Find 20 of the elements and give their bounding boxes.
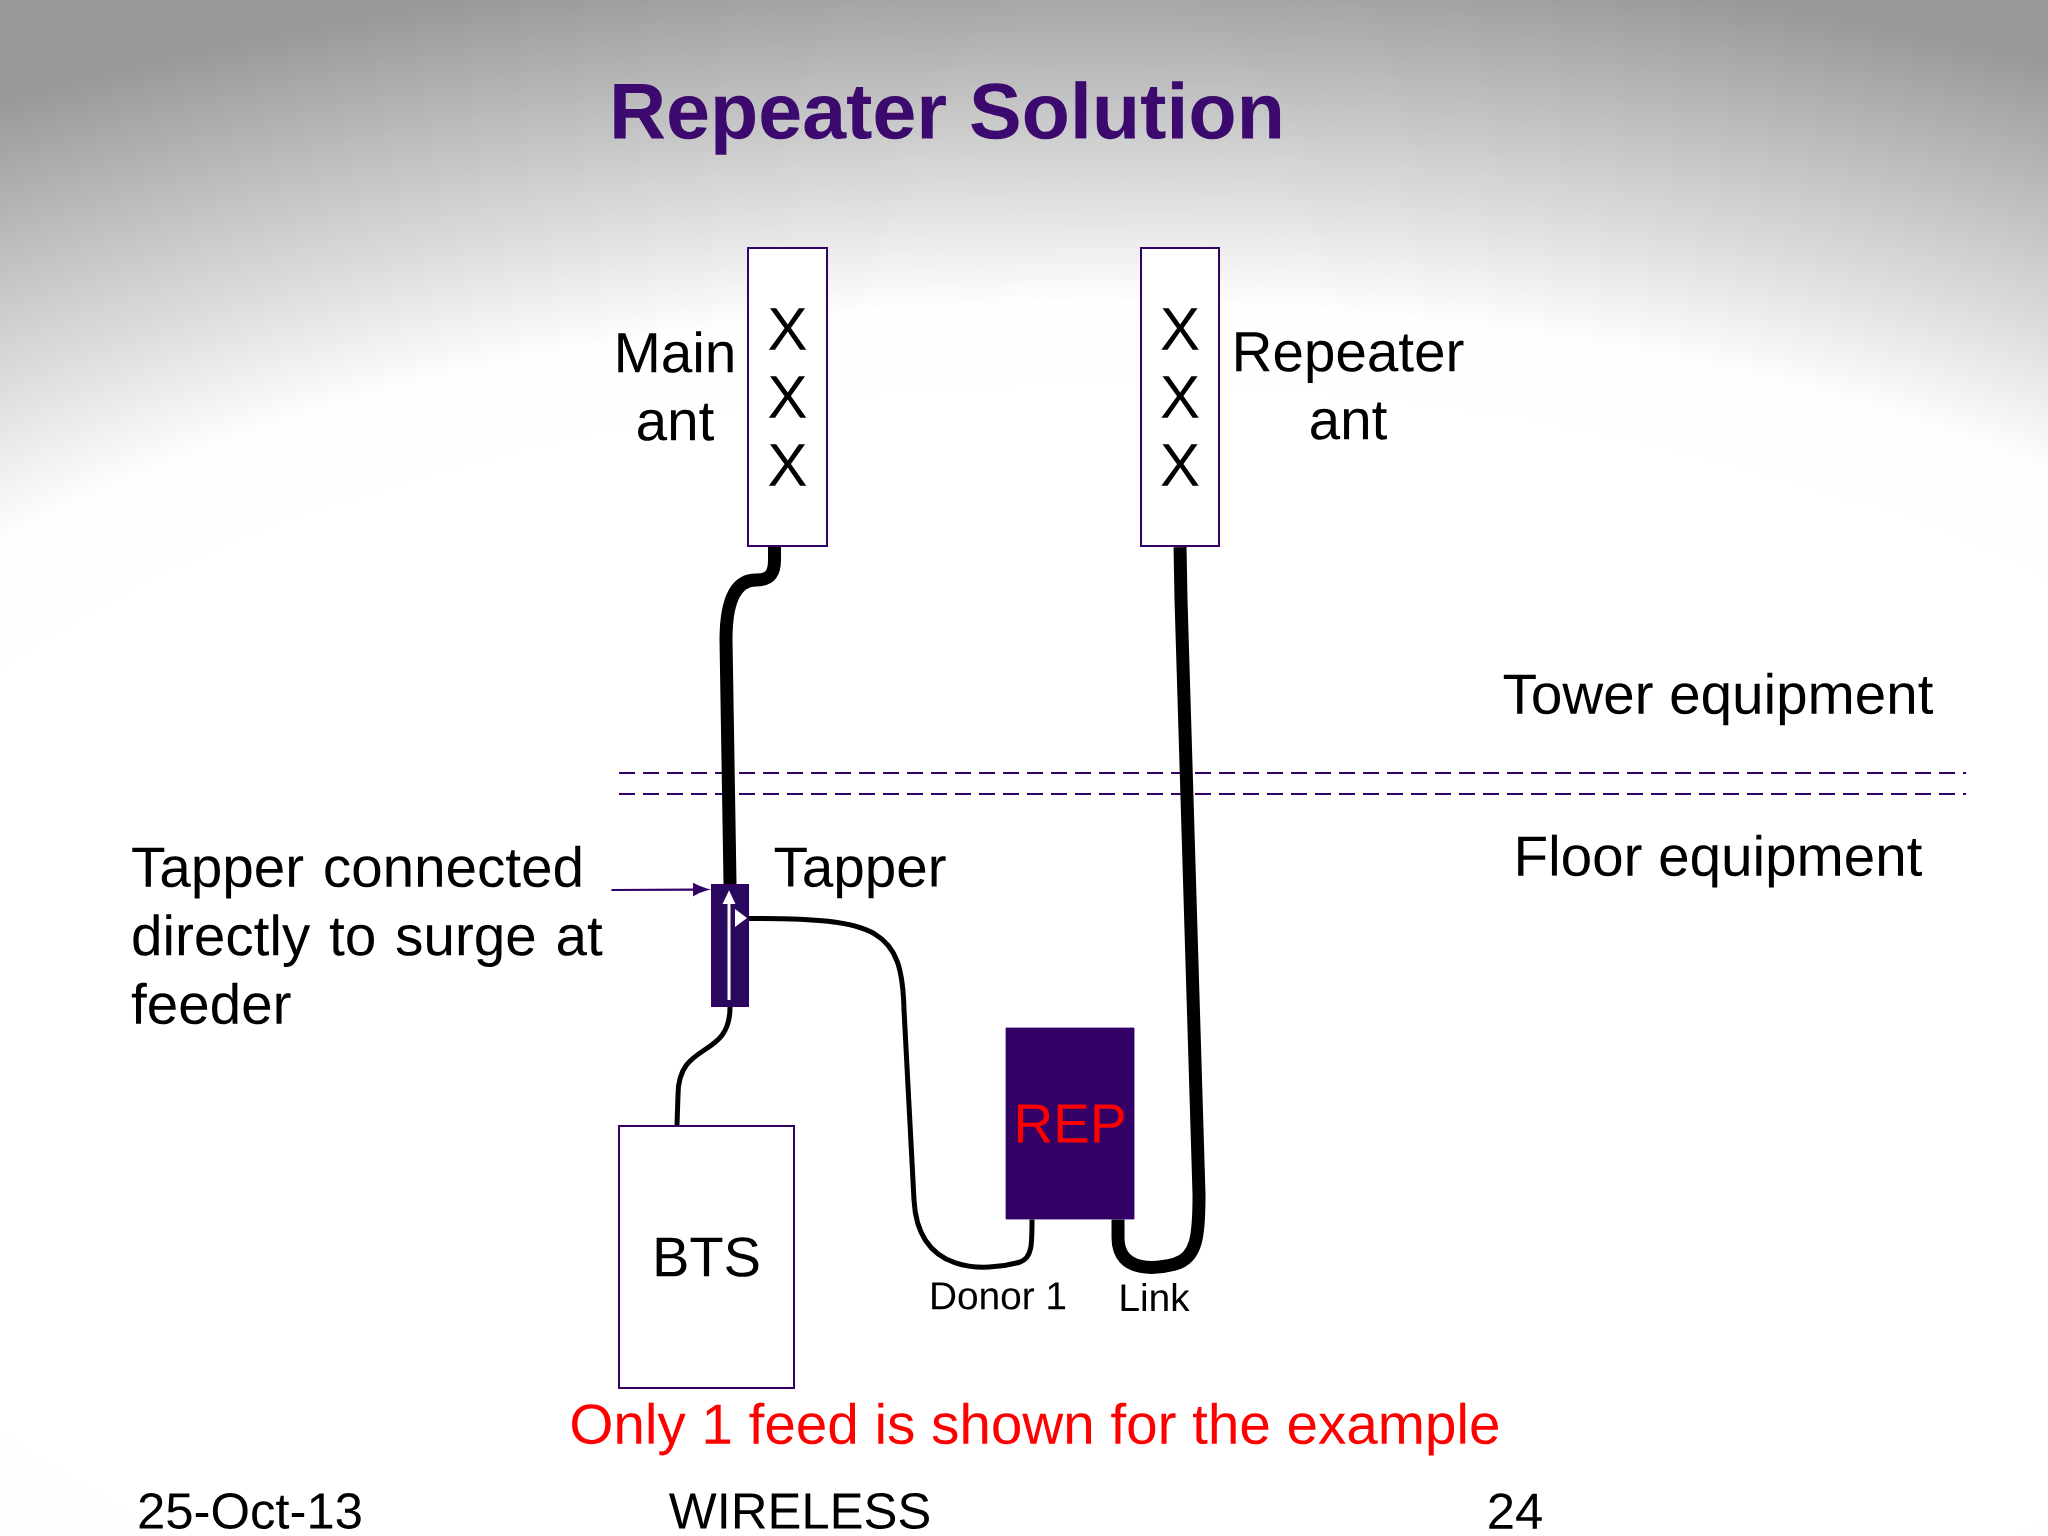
- callout-text: Tapper connected directly to surge at feeder: [131, 845, 603, 1025]
- edge-label: Link: [1121, 1282, 1190, 1312]
- footer-text: WIRELESS: [668, 1493, 929, 1529]
- edge-label: Donor 1: [932, 1282, 1066, 1310]
- jumper-cable: [674, 1006, 733, 1126]
- component-label: Main ant: [618, 331, 733, 441]
- antenna-box: X X X: [1140, 247, 1220, 547]
- footer-date: 25-Oct-13: [139, 1493, 361, 1529]
- section-label: Tower equipment: [1503, 672, 1933, 726]
- jumper-cable: [749, 916, 1035, 1270]
- component-label: Tapper: [774, 847, 946, 899]
- component-label: Repeater ant: [1236, 332, 1464, 440]
- equipment-box: BTS: [618, 1125, 795, 1389]
- section-label: Floor equipment: [1518, 834, 1922, 888]
- page-number: 24: [1489, 1493, 1542, 1529]
- repeater-box: REP: [1005, 1027, 1135, 1220]
- feeder-cable: [719, 547, 781, 885]
- feeder-cable: [1111, 546, 1206, 1274]
- slide-title: Repeater Solution: [614, 81, 1281, 155]
- antenna-box: X X X: [747, 247, 828, 547]
